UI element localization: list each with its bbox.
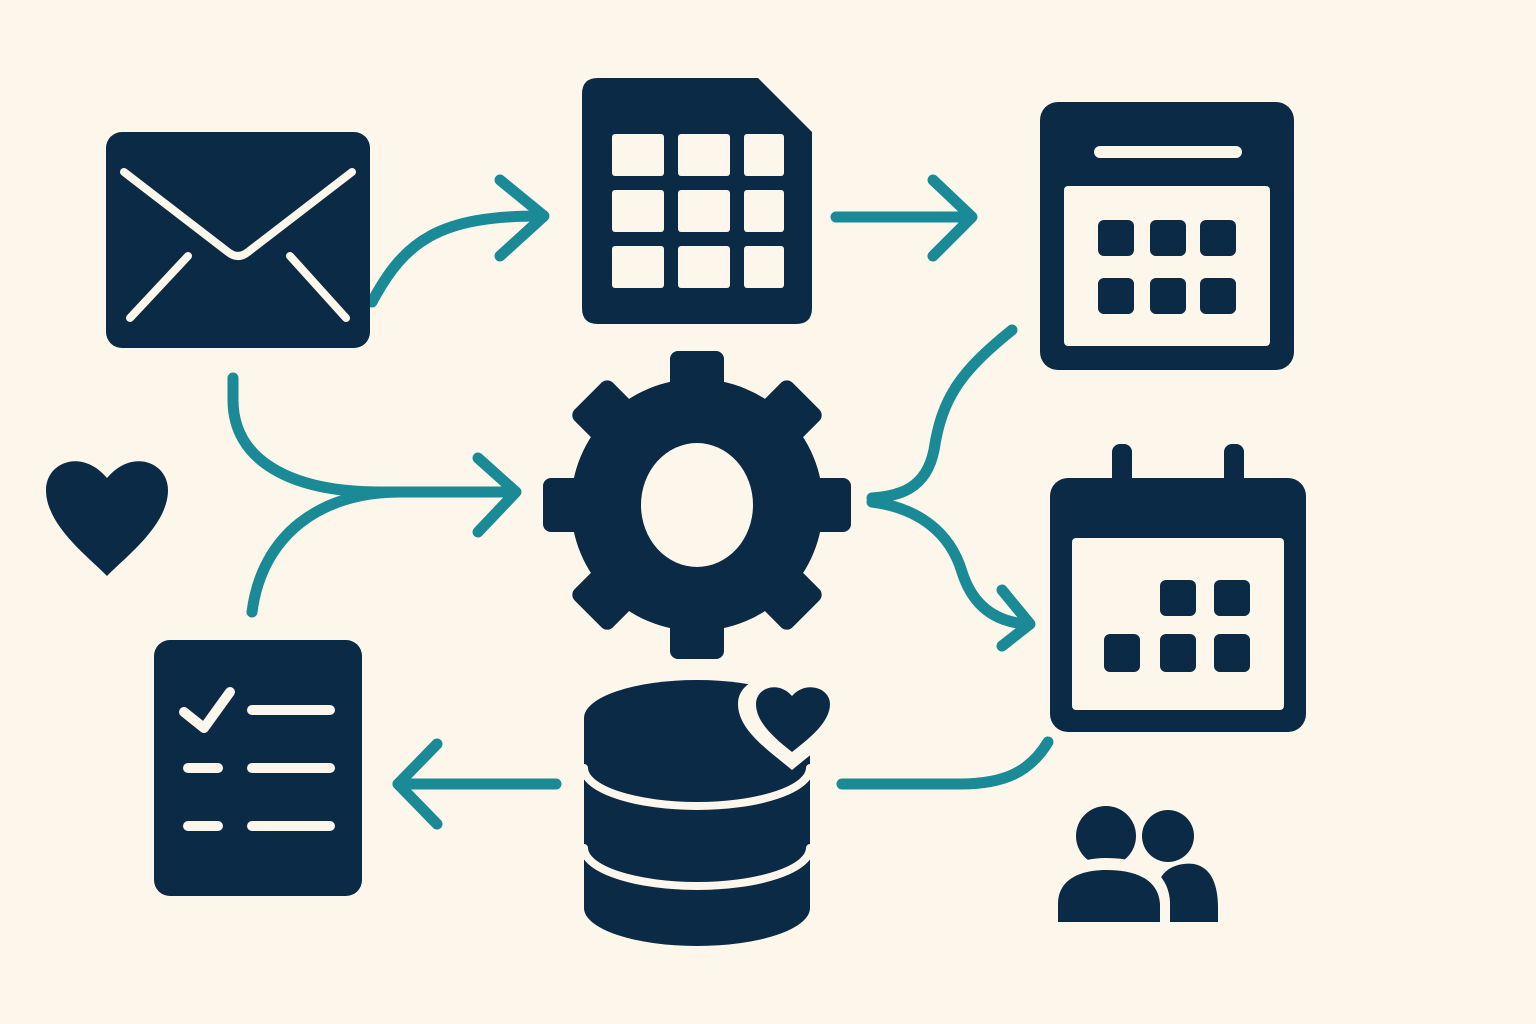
envelope-icon bbox=[106, 132, 370, 348]
arrow-envelope-to-spreadsheet bbox=[366, 174, 550, 308]
arrow-checklist-to-gear bbox=[246, 486, 406, 618]
calendar-dates-icon bbox=[1050, 444, 1306, 732]
checklist-icon bbox=[154, 640, 362, 896]
gear-icon bbox=[543, 351, 851, 659]
arrow-calendar-to-gear bbox=[866, 324, 1018, 504]
arrow-database-to-checklist bbox=[392, 738, 562, 830]
arrow-gear-to-calendar-dates bbox=[866, 496, 1036, 652]
arrow-spreadsheet-to-calendar bbox=[830, 174, 978, 262]
heart-icon bbox=[46, 461, 168, 576]
spreadsheet-icon bbox=[582, 78, 812, 324]
database-heart-icon bbox=[756, 687, 830, 752]
users-icon bbox=[1050, 806, 1218, 926]
arrow-calendar-dates-to-database bbox=[836, 736, 1054, 790]
arrow-envelope-to-gear bbox=[227, 372, 522, 538]
calendar-icon bbox=[1040, 102, 1294, 370]
database-icon bbox=[580, 678, 846, 946]
